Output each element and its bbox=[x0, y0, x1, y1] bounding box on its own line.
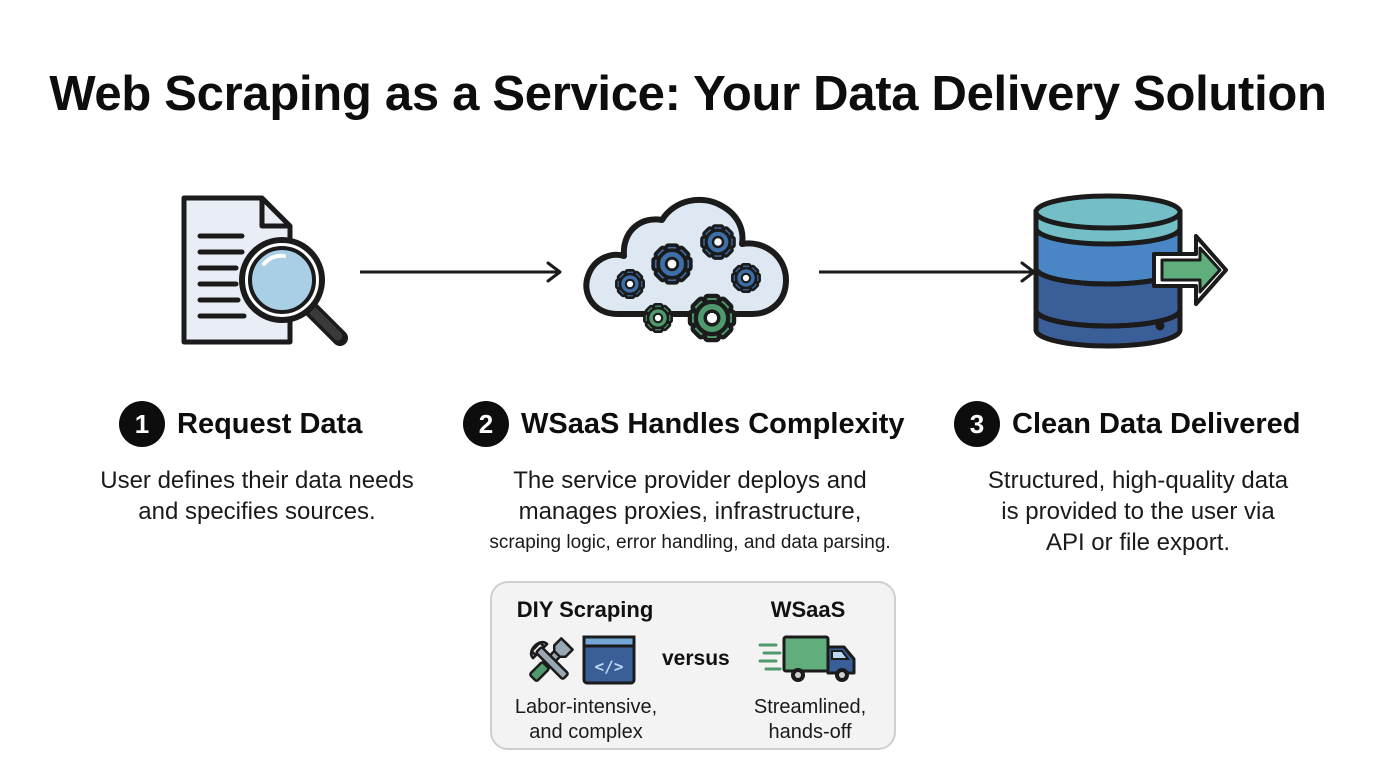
step-3-description-line: is provided to the user via bbox=[1001, 498, 1275, 525]
diy-scraping-title: DIY Scraping bbox=[516, 597, 654, 622]
step-2-description-line: scraping logic, error handling, and data… bbox=[489, 532, 891, 553]
diy-description-line: Labor-intensive, bbox=[514, 696, 658, 718]
flow-arrow-2 bbox=[819, 261, 1036, 283]
step-3-title: Clean Data Delivered bbox=[1012, 407, 1301, 440]
code-window-icon: </> bbox=[582, 635, 636, 685]
versus-label: versus bbox=[662, 647, 730, 670]
step-3-number-badge: 3 bbox=[954, 401, 1000, 447]
step-1-title: Request Data bbox=[177, 407, 363, 440]
diy-description-line: and complex bbox=[529, 721, 643, 743]
step-2-description: The service provider deploys and manages… bbox=[450, 465, 930, 558]
step-3-description: Structured, high-quality data is provide… bbox=[948, 465, 1328, 558]
wsaas-description: Streamlined, hands-off bbox=[728, 695, 892, 745]
step-2-title: WSaaS Handles Complexity bbox=[521, 407, 905, 440]
tools-icon bbox=[529, 637, 574, 682]
step-3-description-line: Structured, high-quality data bbox=[987, 467, 1289, 494]
step-2-number-badge: 2 bbox=[463, 401, 509, 447]
wsaas-description-line: hands-off bbox=[768, 721, 852, 743]
step-3-heading: 3 Clean Data Delivered bbox=[954, 401, 1301, 447]
svg-text:</>: </> bbox=[595, 657, 624, 676]
comparison-panel: DIY Scraping WSaaS </> versus Labor bbox=[490, 581, 896, 750]
step-2-description-line: The service provider deploys and bbox=[513, 467, 867, 494]
flow-arrow-1 bbox=[360, 261, 562, 283]
wsaas-title: WSaaS bbox=[770, 597, 846, 622]
step-1-number-badge: 1 bbox=[119, 401, 165, 447]
cloud-gears-icon bbox=[583, 196, 789, 352]
delivery-truck-icon bbox=[758, 635, 856, 682]
step-3-description-line: API or file export. bbox=[1045, 529, 1231, 556]
step-2-description-line: manages proxies, infrastructure, bbox=[518, 498, 862, 525]
step-1-description-line: and specifies sources. bbox=[138, 498, 376, 525]
wsaas-description-line: Streamlined, bbox=[753, 696, 867, 718]
step-1-description-line: User defines their data needs bbox=[100, 467, 414, 494]
database-export-icon bbox=[1033, 193, 1228, 349]
page-title: Web Scraping as a Service: Your Data Del… bbox=[49, 67, 1327, 121]
step-1-heading: 1 Request Data bbox=[119, 401, 362, 447]
step-1-description: User defines their data needs and specif… bbox=[62, 465, 452, 527]
step-2-heading: 2 WSaaS Handles Complexity bbox=[463, 401, 905, 447]
diy-scraping-description: Labor-intensive, and complex bbox=[494, 695, 678, 745]
document-search-icon bbox=[181, 195, 348, 346]
